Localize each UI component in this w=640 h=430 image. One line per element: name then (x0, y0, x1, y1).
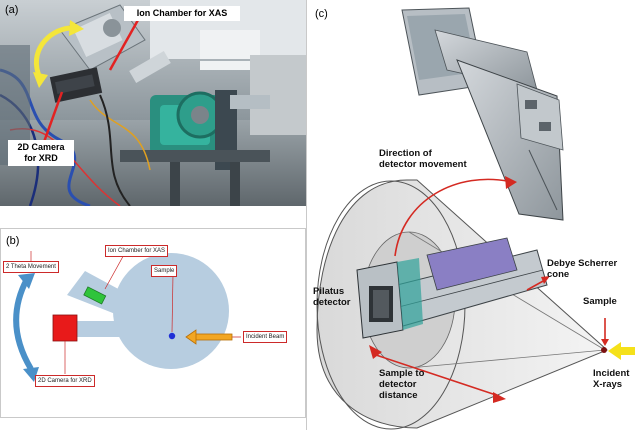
sample-point (601, 347, 607, 353)
detector-render (316, 7, 635, 430)
annotation-debye-line1: Debye Scherrer (547, 258, 618, 269)
incident-xray-arrow (608, 342, 635, 360)
annotation-incident: Incident X-rays (593, 368, 629, 390)
incident-beam-arrow (185, 329, 233, 345)
annotation-incident-line2: X-rays (593, 379, 623, 390)
annotation-direction: Direction of detector movement (379, 148, 467, 170)
annotation-distance-line2: detector (379, 379, 417, 390)
callout-b-camera: 2D Camera for XRD (35, 375, 95, 387)
photo-beamline (0, 0, 306, 206)
callout-b-sample: Sample (151, 265, 178, 277)
callout-b-two-theta: 2 Theta Movement (3, 261, 59, 273)
detector-assembly-upper (401, 7, 564, 221)
goniometer-body (67, 253, 229, 369)
annotation-distance-line3: distance (379, 390, 418, 401)
panel-b: (b) Ion Chamber for XAS Sample 2 Theta M… (0, 228, 306, 418)
panel-c-label: (c) (315, 8, 328, 20)
red-arrows (369, 176, 609, 403)
pilatus-detector (356, 258, 423, 339)
annotation-pilatus: Pilatus detector (313, 286, 350, 308)
annotation-sample: Sample (583, 296, 617, 307)
schematic-diagram (13, 250, 241, 382)
annotation-incident-line1: Incident (593, 368, 630, 379)
callout-b-incident-beam: Incident Beam (243, 331, 288, 343)
annotation-sample-text: Sample (583, 296, 617, 307)
ion-chamber-block (83, 286, 107, 305)
panel-b-label: (b) (6, 235, 20, 247)
camera-block (52, 314, 78, 342)
callout-2d-camera: 2D Camera for XRD (8, 140, 74, 166)
callout-b-ion-chamber: Ion Chamber for XAS (105, 245, 169, 257)
annotation-debye: Debye Scherrer cone (547, 258, 617, 280)
panel-a-label: (a) (5, 4, 19, 16)
panel-a: (a) Ion Chamber for XAS 2D Camera for XR… (0, 0, 306, 206)
annotation-pilatus-line1: Pilatus (313, 286, 345, 297)
callout-camera-line2: for XRD (24, 153, 58, 163)
annotation-debye-line2: cone (547, 269, 570, 280)
annotation-direction-line1: Direction of (379, 148, 432, 159)
annotation-distance-line1: Sample to (379, 368, 425, 379)
callout-ion-chamber-text: Ion Chamber for XAS (136, 8, 228, 18)
two-theta-arrow (13, 273, 39, 382)
callout-camera-line1: 2D Camera (17, 142, 65, 152)
annotation-direction-line2: detector movement (379, 159, 467, 170)
annotation-distance: Sample to detector distance (379, 368, 424, 401)
rotation-arrow (33, 25, 71, 80)
panel-c: (c) Direction of detector movement Debye… (306, 0, 640, 430)
annotation-pilatus-line2: detector (313, 297, 351, 308)
callout-ion-chamber: Ion Chamber for XAS (124, 6, 240, 21)
sample-dot (168, 332, 176, 340)
